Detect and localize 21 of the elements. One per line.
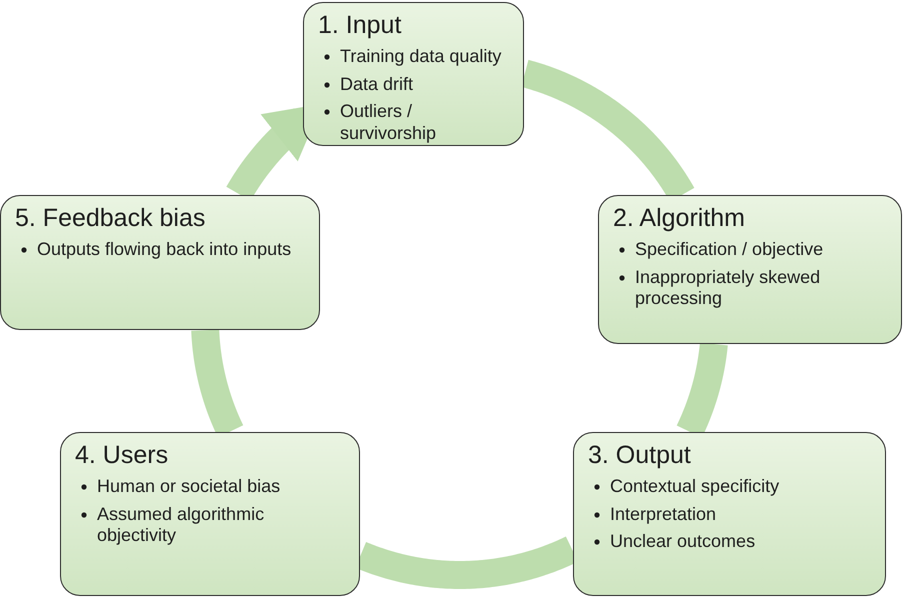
stage-title: 1. Input (318, 11, 402, 40)
bullet-item: Data drift (340, 74, 414, 94)
bullet-item: Human or societal bias (97, 476, 280, 496)
stage-box (303, 2, 524, 146)
stage-title: 5. Feedback bias (15, 204, 206, 233)
bullet-item: Outputs flowing back into inputs (37, 239, 292, 259)
bullet-item: Contextual specificity (610, 476, 780, 496)
bullet-item: Inappropriately skewed processing (635, 266, 820, 308)
bullet-item: Assumed algorithmic objectivity (97, 504, 264, 546)
bullet-item: Specification / objective (635, 239, 824, 259)
stage-title: 3. Output (588, 441, 691, 470)
bullet-item: Unclear outcomes (610, 531, 756, 552)
stage-title: 2. Algorithm (613, 204, 746, 233)
bullet-item: Outliers / survivorship (340, 101, 436, 143)
stage-box (573, 432, 886, 596)
stage-title: 4. Users (75, 441, 168, 470)
stage-box (598, 195, 902, 344)
stage-box (0, 195, 320, 330)
stage-box (60, 432, 360, 596)
bullet-item: Interpretation (610, 504, 716, 524)
bullet-item: Training data quality (340, 46, 502, 66)
